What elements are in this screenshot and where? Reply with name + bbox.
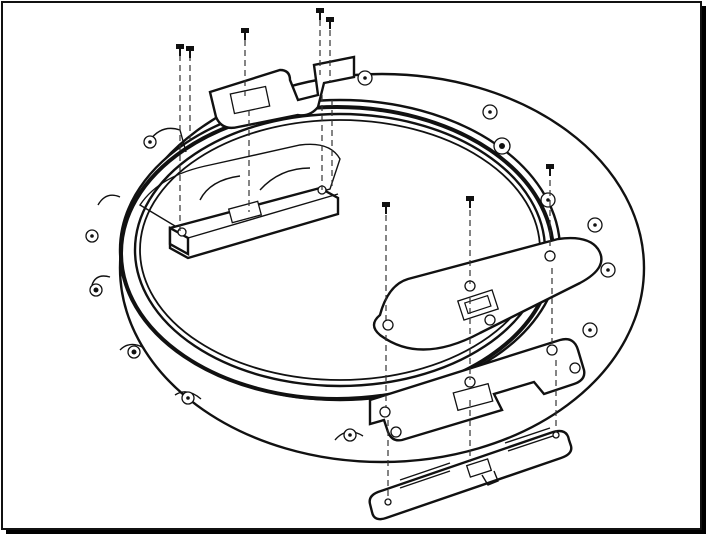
cover-plate — [372, 236, 603, 351]
screws — [176, 8, 554, 214]
screw — [466, 196, 474, 208]
screw — [382, 202, 390, 214]
ring-tab — [119, 343, 145, 351]
bottom-bracket — [368, 427, 573, 521]
screw — [326, 17, 334, 29]
ring-tab — [97, 194, 121, 206]
screw — [316, 8, 324, 20]
screw — [546, 164, 554, 176]
screw — [176, 44, 184, 56]
guide-lines — [179, 20, 557, 500]
lower-bracket-window — [452, 382, 494, 412]
top-bracket-window — [229, 85, 271, 115]
ring-tab — [91, 275, 111, 286]
screw — [241, 28, 249, 40]
screw — [186, 46, 194, 58]
